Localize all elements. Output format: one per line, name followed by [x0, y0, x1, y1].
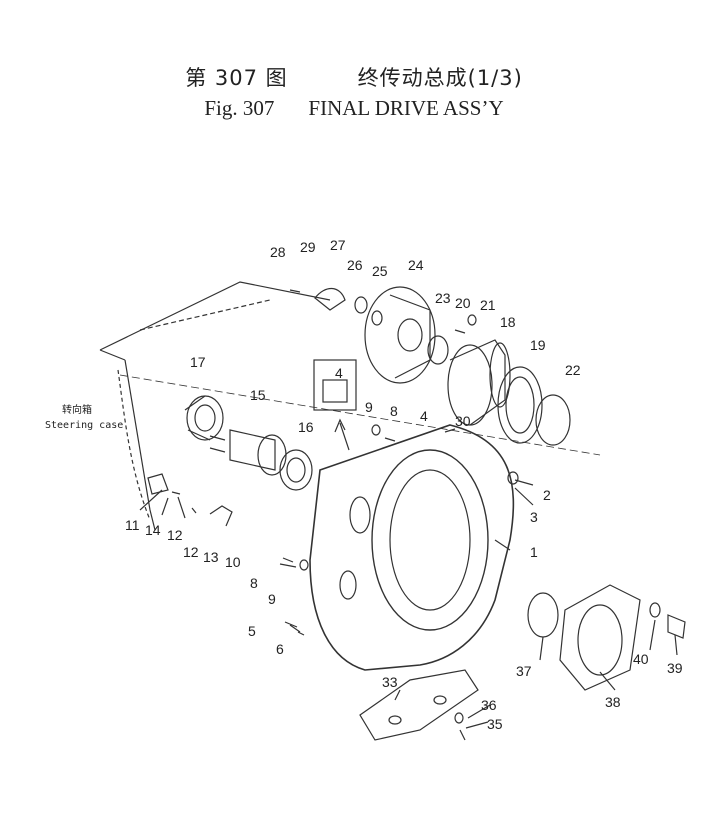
- part-label-27: 27: [330, 237, 346, 253]
- part-label-20: 20: [455, 295, 471, 311]
- part-label-18: 18: [500, 314, 516, 330]
- part-label-12: 12: [167, 527, 183, 543]
- part-label-6: 6: [276, 641, 284, 657]
- cover-part-38: [559, 584, 641, 691]
- part-label-17: 17: [190, 354, 206, 370]
- part-label-19: 19: [530, 337, 546, 353]
- part-label-8: 8: [250, 575, 258, 591]
- title-en-fig: Fig. 307: [204, 96, 275, 120]
- part-label-22: 22: [565, 362, 581, 378]
- part-label-23: 23: [435, 290, 451, 306]
- part-label-4: 4: [335, 365, 343, 381]
- part-label-9: 9: [268, 591, 276, 607]
- part-label-37: 37: [516, 663, 532, 679]
- o-ring-part-37: [527, 592, 559, 638]
- part-label-40: 40: [633, 651, 649, 667]
- part-label-11: 11: [125, 517, 140, 533]
- part-label-30: 30: [455, 413, 471, 429]
- bolt-part-39: [649, 602, 686, 639]
- bearing-part-16: [279, 449, 313, 491]
- part-label-16: 16: [298, 419, 314, 435]
- part-label-26: 26: [347, 257, 363, 273]
- cage-part-18: [447, 339, 511, 426]
- bracket-part-33: [359, 669, 479, 741]
- flange-part-24: [364, 286, 436, 384]
- part-label-8: 8: [390, 403, 398, 419]
- steering-case-caption-cn: 转向箱: [62, 403, 92, 416]
- steering-case-caption-en: Steering case: [45, 420, 123, 431]
- part-label-38: 38: [605, 694, 621, 710]
- title-cn-fig: 第 307 图: [185, 66, 288, 90]
- part-label-13: 13: [203, 549, 219, 565]
- part-label-28: 28: [270, 244, 286, 260]
- part-label-2: 2: [543, 487, 551, 503]
- part-label-12: 12: [183, 544, 199, 560]
- steering-case-outline: [99, 281, 331, 531]
- part-label-1: 1: [530, 544, 538, 560]
- o-ring-part-22: [535, 394, 571, 446]
- title-cn-name: 终传动总成(1/3): [357, 66, 523, 90]
- inset-part-4: [313, 359, 357, 451]
- title-en-name: FINAL DRIVE ASS’Y: [308, 96, 504, 120]
- part-label-39: 39: [667, 660, 683, 676]
- pinion-shaft-part-15: [209, 429, 287, 476]
- part-label-36: 36: [481, 697, 497, 713]
- part-label-4: 4: [420, 408, 428, 424]
- diagram-title-chinese: 第 307 图 终传动总成(1/3): [0, 62, 708, 92]
- part-label-25: 25: [372, 263, 388, 279]
- part-label-10: 10: [225, 554, 241, 570]
- part-label-3: 3: [530, 509, 538, 525]
- part-label-35: 35: [487, 716, 503, 732]
- part-label-14: 14: [145, 522, 161, 538]
- bolt-part-35: [454, 712, 466, 741]
- part-label-29: 29: [300, 239, 316, 255]
- part-label-24: 24: [408, 257, 424, 273]
- part-label-33: 33: [382, 674, 398, 690]
- shim-part-19: [497, 366, 543, 444]
- part-label-21: 21: [480, 297, 496, 313]
- bearing-part-17: [184, 395, 224, 441]
- housing-part-1: [309, 424, 515, 671]
- small-parts-10-14: [147, 473, 233, 527]
- diagram-title-english: Fig. 307 FINAL DRIVE ASS’Y: [0, 96, 708, 121]
- diagram-drawing: [99, 281, 686, 741]
- part-label-5: 5: [248, 623, 256, 639]
- small-parts-20-23: [427, 314, 477, 365]
- small-parts-25-29: [289, 287, 383, 326]
- small-parts-5-9: [282, 557, 309, 636]
- part-label-15: 15: [250, 387, 266, 403]
- part-label-9: 9: [365, 399, 373, 415]
